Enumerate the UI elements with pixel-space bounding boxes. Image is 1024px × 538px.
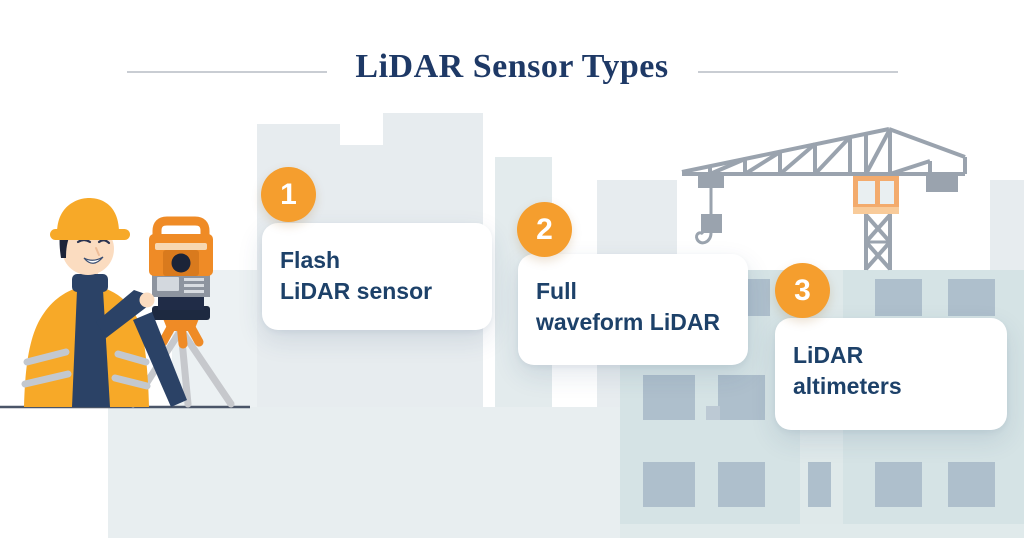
card-label-line2: altimeters xyxy=(793,373,902,399)
card-label: Full waveform LiDAR xyxy=(536,276,720,338)
card-label-line1: Full xyxy=(536,278,577,304)
page-title: LiDAR Sensor Types xyxy=(355,48,669,85)
card-label: Flash LiDAR sensor xyxy=(280,245,432,307)
construction-worker-icon xyxy=(21,198,187,407)
surveyor-illustration xyxy=(0,198,250,409)
card-label-line1: Flash xyxy=(280,247,341,273)
lidar-device-icon xyxy=(149,216,213,320)
title-divider-left xyxy=(127,71,327,73)
card-label-line1: LiDAR xyxy=(793,342,864,368)
card-label-line2: waveform LiDAR xyxy=(536,309,721,335)
card-flash-lidar-sensor: Flash LiDAR sensor xyxy=(262,223,492,330)
card-lidar-altimeters: LiDAR altimeters xyxy=(775,318,1007,430)
title-divider-right xyxy=(698,71,898,73)
card-label: LiDAR altimeters xyxy=(793,340,902,402)
tower-crane-icon xyxy=(681,127,967,271)
card-full-waveform-lidar: Full waveform LiDAR xyxy=(518,254,748,365)
step-badge-2: 2 xyxy=(517,202,572,257)
step-badge-3: 3 xyxy=(775,263,830,318)
step-badge-1: 1 xyxy=(261,167,316,222)
card-label-line2: LiDAR sensor xyxy=(280,278,433,304)
